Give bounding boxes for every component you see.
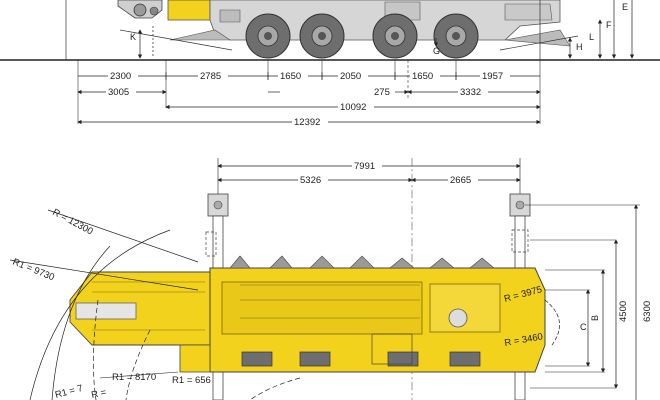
label-b: B <box>590 315 600 321</box>
radius-r-12300: R = 12300 <box>51 207 95 237</box>
top-view: 7991 5326 2665 <box>9 158 653 400</box>
label-g: G <box>433 46 440 56</box>
radius-r1-partial: R1 = 7 <box>54 383 84 400</box>
dim-2785: 2785 <box>200 71 221 82</box>
radius-r1-8170: R1 = 8170 <box>112 372 156 383</box>
label-c: C <box>580 322 587 332</box>
hook-block-icon <box>117 0 163 19</box>
radius-r1-656: R1 = 656 <box>172 375 211 386</box>
side-view: K G H L F E <box>0 0 660 128</box>
label-l: L <box>589 32 594 42</box>
dim-1650-b: 1650 <box>412 71 433 82</box>
dim-4500: 4500 <box>618 301 629 322</box>
dim-2050: 2050 <box>340 71 361 82</box>
dim-3332: 3332 <box>460 87 481 98</box>
wheel-icon <box>299 13 345 59</box>
carrier-chassis <box>169 0 571 47</box>
dim-275: 275 <box>374 87 390 98</box>
dim-1957: 1957 <box>482 71 503 82</box>
label-k: K <box>130 32 136 42</box>
dim-10092: 10092 <box>340 102 366 113</box>
radius-r-partial: R = <box>90 387 107 400</box>
label-f: F <box>606 20 612 30</box>
dim-2300: 2300 <box>110 71 131 82</box>
dim-3005: 3005 <box>108 87 129 98</box>
label-e: E <box>622 2 628 12</box>
dim-7991: 7991 <box>354 161 375 172</box>
dim-12392: 12392 <box>294 117 320 128</box>
departure-angle-line <box>499 35 579 51</box>
crane-body-top <box>69 255 546 373</box>
dim-6300: 6300 <box>642 301 653 322</box>
boom-section <box>167 0 211 21</box>
dim-5326: 5326 <box>300 175 321 186</box>
dim-2665: 2665 <box>450 175 471 186</box>
wheel-icon <box>372 13 418 59</box>
radius-r1-9730: R1 = 9730 <box>11 257 56 284</box>
wheel-icon <box>245 13 291 59</box>
wheel-icon <box>433 13 479 59</box>
label-h: H <box>576 42 583 52</box>
dim-1650-a: 1650 <box>280 71 301 82</box>
